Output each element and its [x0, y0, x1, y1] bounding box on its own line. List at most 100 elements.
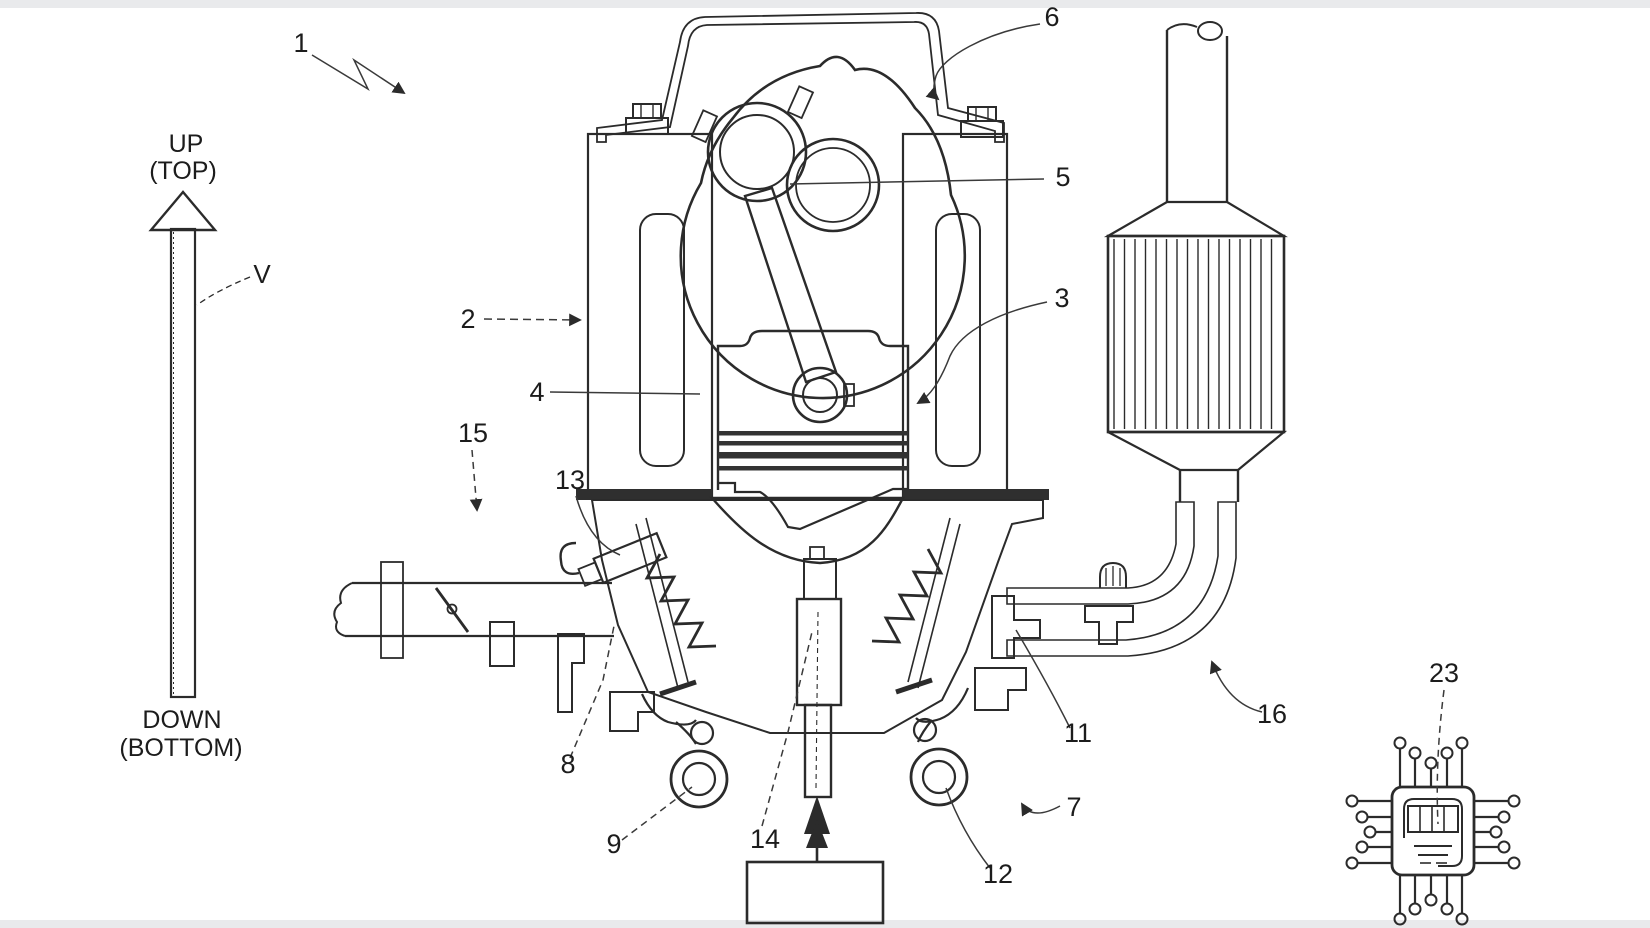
- exhaust-system: [1006, 21, 1288, 657]
- label-ref-16: 16: [1257, 699, 1287, 729]
- leader-15: [469, 449, 483, 512]
- label-ref-5: 5: [1055, 162, 1070, 192]
- piston-ring-groove: [718, 431, 908, 436]
- exhaust-valve: [895, 517, 961, 695]
- valve-spring-right: [871, 548, 944, 644]
- label-down-word: DOWN: [142, 706, 221, 734]
- exhaust-pipe-inner-wall: [1006, 501, 1195, 605]
- plug-wire-hook: [559, 541, 580, 575]
- sensor-bracket: [1084, 605, 1134, 645]
- right-lower-bracket: [991, 595, 1041, 659]
- up-arrowhead-icon: [804, 796, 830, 834]
- roller-12: [909, 747, 969, 807]
- water-jacket-left: [639, 213, 685, 467]
- catalyst-substrate: [1113, 239, 1279, 429]
- ribbed-coupling: [380, 561, 404, 659]
- throttle-valve: [434, 587, 470, 633]
- pipe-break-end: [333, 582, 353, 637]
- label-ref-15: 15: [458, 418, 488, 448]
- leader-16: [1209, 660, 1263, 713]
- label-ref-8: 8: [560, 749, 575, 779]
- leader-14: [761, 631, 813, 827]
- leader-lines: [311, 23, 1445, 869]
- cylinder-head: [590, 499, 1044, 734]
- deck-gasket-left: [576, 489, 712, 500]
- leader-7: [1021, 802, 1061, 817]
- leader-6: [925, 23, 1041, 101]
- catalytic-converter: [1103, 21, 1288, 502]
- leader-1: [311, 54, 406, 95]
- combustion-chamber: [709, 496, 905, 565]
- label-ref-2: 2: [460, 304, 475, 334]
- leader-2: [483, 313, 582, 327]
- label-bottom-word: (BOTTOM): [119, 734, 242, 762]
- leader-5: [789, 178, 1045, 185]
- label-ref-9: 9: [606, 829, 621, 859]
- spark-plug: [559, 531, 668, 587]
- label-ref-7: 7: [1066, 792, 1081, 822]
- orientation-arrow: [148, 190, 251, 699]
- piston-pin-outer: [791, 366, 849, 424]
- piston-crown-profile: [718, 481, 908, 531]
- deck-gasket-right: [903, 489, 1049, 500]
- label-ref-13: 13: [555, 465, 585, 495]
- label-axis-v: V: [253, 259, 271, 289]
- leader-4: [549, 391, 701, 395]
- connecting-rod: [743, 186, 838, 384]
- rod-big-end-outer: [706, 101, 808, 203]
- piston-ring-groove: [718, 466, 908, 471]
- label-ref-4: 4: [529, 377, 544, 407]
- valve-spring-left: [644, 553, 717, 649]
- label-up-word: UP: [169, 130, 204, 158]
- label-ref-11: 11: [1064, 718, 1092, 748]
- crank-pin-inner: [795, 147, 871, 223]
- up-arrowhead-icon: [806, 820, 828, 848]
- label-ref-1: 1: [293, 28, 308, 58]
- cylinder-head-bolt-right: [960, 106, 1004, 138]
- cylinder-block-right-wall: [901, 132, 1009, 499]
- label-ref-12: 12: [983, 859, 1013, 889]
- piston-ring-groove: [718, 452, 908, 459]
- exhaust-port-channel: [848, 518, 936, 682]
- label-ref-3: 3: [1054, 283, 1069, 313]
- leader-13: [575, 495, 621, 556]
- rocker-left: [640, 693, 729, 809]
- pipe-break-curl: [1166, 23, 1198, 31]
- crank-pin-outer: [785, 137, 881, 233]
- left-outer-bracket: [557, 633, 585, 713]
- rod-big-end-inner: [719, 114, 795, 190]
- fuel-supply-box: [745, 796, 885, 925]
- leader-9: [621, 786, 693, 841]
- crankshaft-counterweight: [679, 55, 967, 400]
- leader-23: [1436, 689, 1445, 825]
- engine-cross-section: [557, 12, 1049, 925]
- leader-11: [1015, 629, 1071, 729]
- label-ref-6: 6: [1044, 2, 1059, 32]
- right-foot: [974, 667, 1027, 711]
- leader-3: [916, 301, 1048, 404]
- left-foot: [609, 691, 655, 732]
- v-leader: [196, 276, 251, 306]
- roller-9: [669, 749, 729, 809]
- label-top-word: (TOP): [149, 157, 217, 185]
- water-jacket-right: [935, 213, 981, 467]
- piston: [716, 329, 910, 531]
- rod-cap-bolts: [690, 85, 815, 144]
- exhaust-pipe-outer-wall: [1006, 501, 1237, 657]
- label-ref-14: 14: [750, 824, 780, 854]
- piston-pin-inner: [802, 377, 838, 413]
- intake-pipe: [333, 561, 614, 667]
- leader-12: [945, 787, 991, 869]
- piston-ring-groove: [718, 441, 908, 446]
- labels-layer: UP(TOP)DOWN(BOTTOM)V12345678911121314151…: [119, 2, 1459, 889]
- up-arrow-icon: [148, 190, 218, 232]
- leader-8: [569, 625, 615, 759]
- oxygen-sensor: [1099, 561, 1127, 588]
- pipe-boss: [489, 621, 515, 667]
- label-ref-23: 23: [1429, 658, 1459, 688]
- fuel-injector: [795, 546, 843, 799]
- rocker-right: [909, 687, 970, 807]
- microcontroller-chip-icon: [1345, 736, 1521, 926]
